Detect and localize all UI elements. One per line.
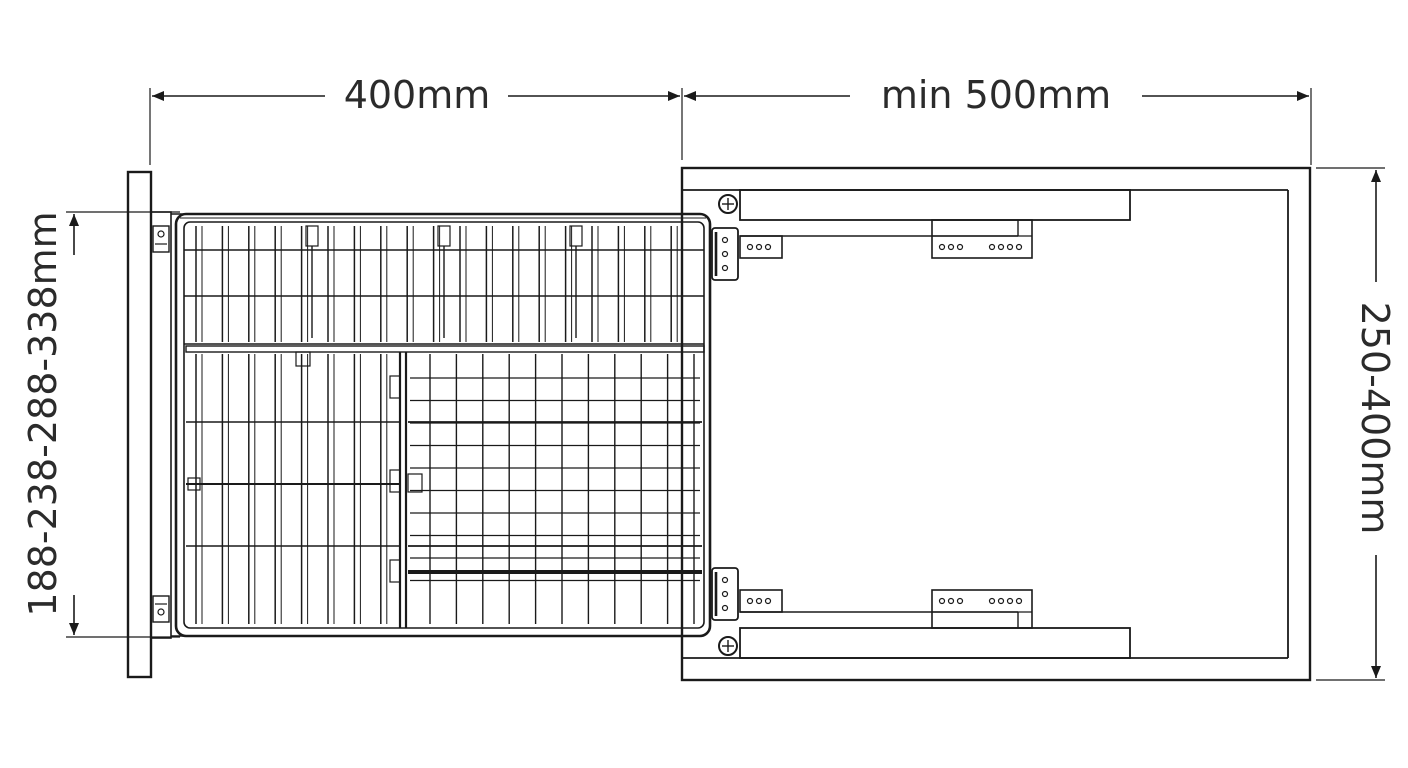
basket-upper-section <box>184 225 705 353</box>
runner-clip-top-left <box>739 235 783 259</box>
dimension-label-basket-width: 400mm <box>344 73 491 117</box>
runner-clip-top-right <box>931 219 1033 259</box>
basket-lower-left-section <box>186 351 400 624</box>
front-mount-bracket-bottom <box>152 595 170 623</box>
front-mount-bracket-top <box>152 225 170 253</box>
runner-clip-bottom-right <box>931 589 1033 629</box>
drawer-front-panel <box>126 170 206 679</box>
dimension-right-width: 250-400mm <box>1316 167 1397 681</box>
upper-vertical-bars <box>195 226 678 342</box>
upper-divider-clips <box>305 225 583 338</box>
dimension-label-cabinet-width: 250-400mm <box>1353 302 1397 535</box>
runner-bracket-bottom <box>711 567 739 656</box>
cabinet-body <box>680 166 1312 682</box>
lower-left-vertical-bars <box>195 354 388 624</box>
dimension-label-basket-height: 188-238-288-338mm <box>21 211 65 616</box>
basket-center-divider <box>389 352 423 628</box>
runner-bracket-top <box>711 194 739 281</box>
runner-clip-bottom-left <box>739 589 783 613</box>
wire-basket <box>174 212 712 638</box>
dimension-label-cabinet-depth: min 500mm <box>881 73 1111 117</box>
slide-runner-bottom <box>711 567 1131 659</box>
dimension-top-min-500mm: min 500mm <box>684 73 1312 165</box>
dimension-top-400mm: 400mm <box>149 73 683 165</box>
basket-lower-right-grid <box>408 354 702 624</box>
lower-right-mesh <box>410 354 700 624</box>
slide-runner-top <box>711 189 1131 281</box>
dimension-left-height: 188-238-288-338mm <box>21 211 180 638</box>
